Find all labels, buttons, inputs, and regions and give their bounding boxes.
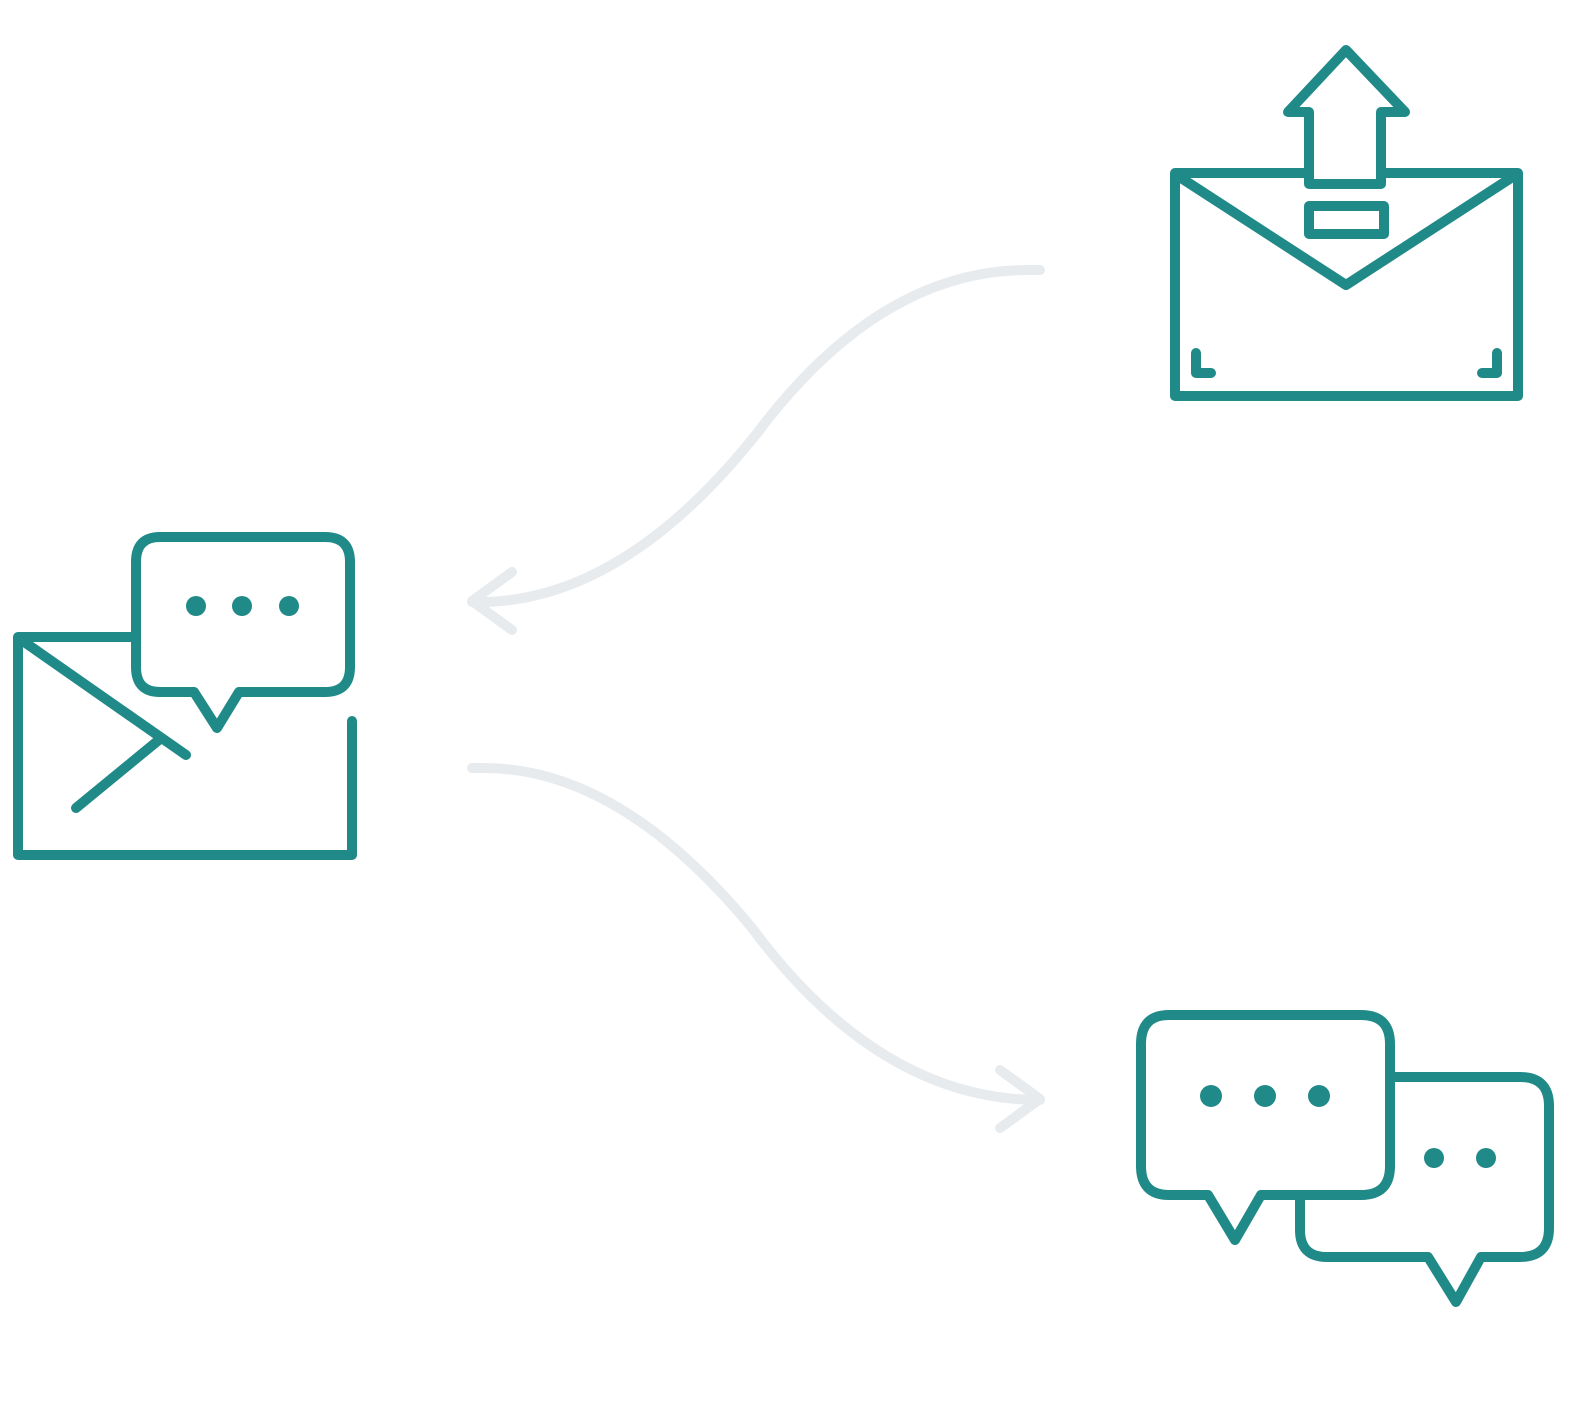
connector-message-to-chat bbox=[467, 763, 1045, 1133]
connector-sent-to-message bbox=[467, 265, 1045, 635]
chat-dot-icon bbox=[1254, 1085, 1276, 1107]
chat-dot-icon bbox=[1200, 1085, 1222, 1107]
envelope-with-chat-bubble-icon bbox=[13, 532, 357, 860]
arrowhead-left-icon bbox=[467, 567, 517, 635]
connector-curve bbox=[467, 265, 1045, 608]
chat-dot-icon bbox=[279, 596, 299, 616]
two-chat-bubbles-icon bbox=[1136, 1010, 1554, 1307]
connector-curve bbox=[467, 763, 1045, 1105]
chat-dot-icon bbox=[186, 596, 206, 616]
chat-dot-icon bbox=[232, 596, 252, 616]
chat-dot-icon bbox=[1476, 1148, 1496, 1168]
arrowhead-right-icon bbox=[995, 1065, 1045, 1133]
chat-dot-icon bbox=[1424, 1148, 1444, 1168]
envelope-with-upload-arrow-icon bbox=[1170, 45, 1523, 401]
chat-dot-icon bbox=[1308, 1085, 1330, 1107]
